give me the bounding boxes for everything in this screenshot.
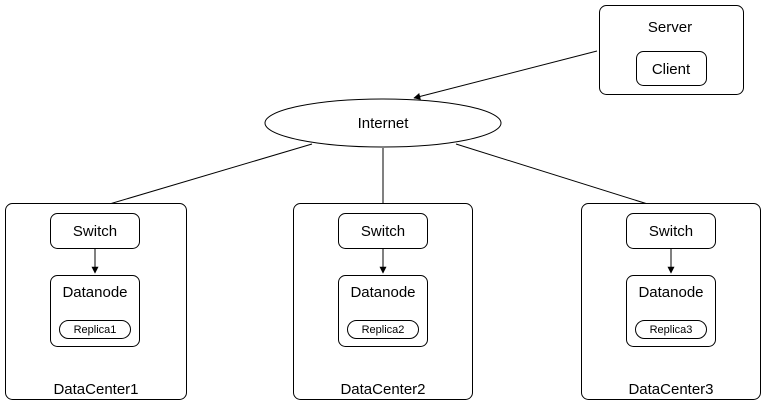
datacenter2-replica-label: Replica2 — [362, 324, 405, 336]
datacenter1-label: DataCenter1 — [53, 381, 138, 398]
datacenter2: Switch Datanode Replica2 DataCenter2 — [293, 203, 473, 400]
datacenter3-switch-label: Switch — [649, 223, 693, 240]
datacenter3-replica-label: Replica3 — [650, 324, 693, 336]
internet-node: Internet — [264, 98, 502, 148]
server-node: Server Client — [599, 5, 744, 95]
datacenter3-datanode-label: Datanode — [638, 284, 703, 301]
datacenter1-switch-label: Switch — [73, 223, 117, 240]
datacenter3-switch-box — [626, 213, 716, 249]
datacenter1-switch-box — [50, 213, 140, 249]
internet-label: Internet — [358, 115, 410, 132]
datacenter2-label: DataCenter2 — [340, 381, 425, 398]
server-box — [599, 5, 744, 95]
internet-ellipse — [264, 98, 502, 148]
client-box — [636, 51, 707, 86]
datacenter1-replica-label: Replica1 — [74, 324, 117, 336]
datacenter3-replica-pill — [635, 320, 707, 339]
datacenter2-switch-box — [338, 213, 428, 249]
datacenter2-switch-label: Switch — [361, 223, 405, 240]
edge-internet-to-datacenter3 — [455, 143, 671, 213]
edge-internet-to-datacenter1 — [95, 143, 313, 210]
datacenter1: Switch Datanode Replica1 DataCenter1 — [5, 203, 187, 400]
datacenter3: Switch Datanode Replica3 DataCenter3 — [581, 203, 761, 400]
datacenter2-datanode-label: Datanode — [350, 284, 415, 301]
datacenter1-datanode-label: Datanode — [62, 284, 127, 301]
edge-server-to-internet — [413, 50, 598, 100]
server-label: Server — [648, 19, 692, 36]
datacenter3-label: DataCenter3 — [628, 381, 713, 398]
datacenter2-replica-pill — [347, 320, 419, 339]
datacenter1-replica-pill — [59, 320, 131, 339]
client-label: Client — [652, 61, 691, 78]
